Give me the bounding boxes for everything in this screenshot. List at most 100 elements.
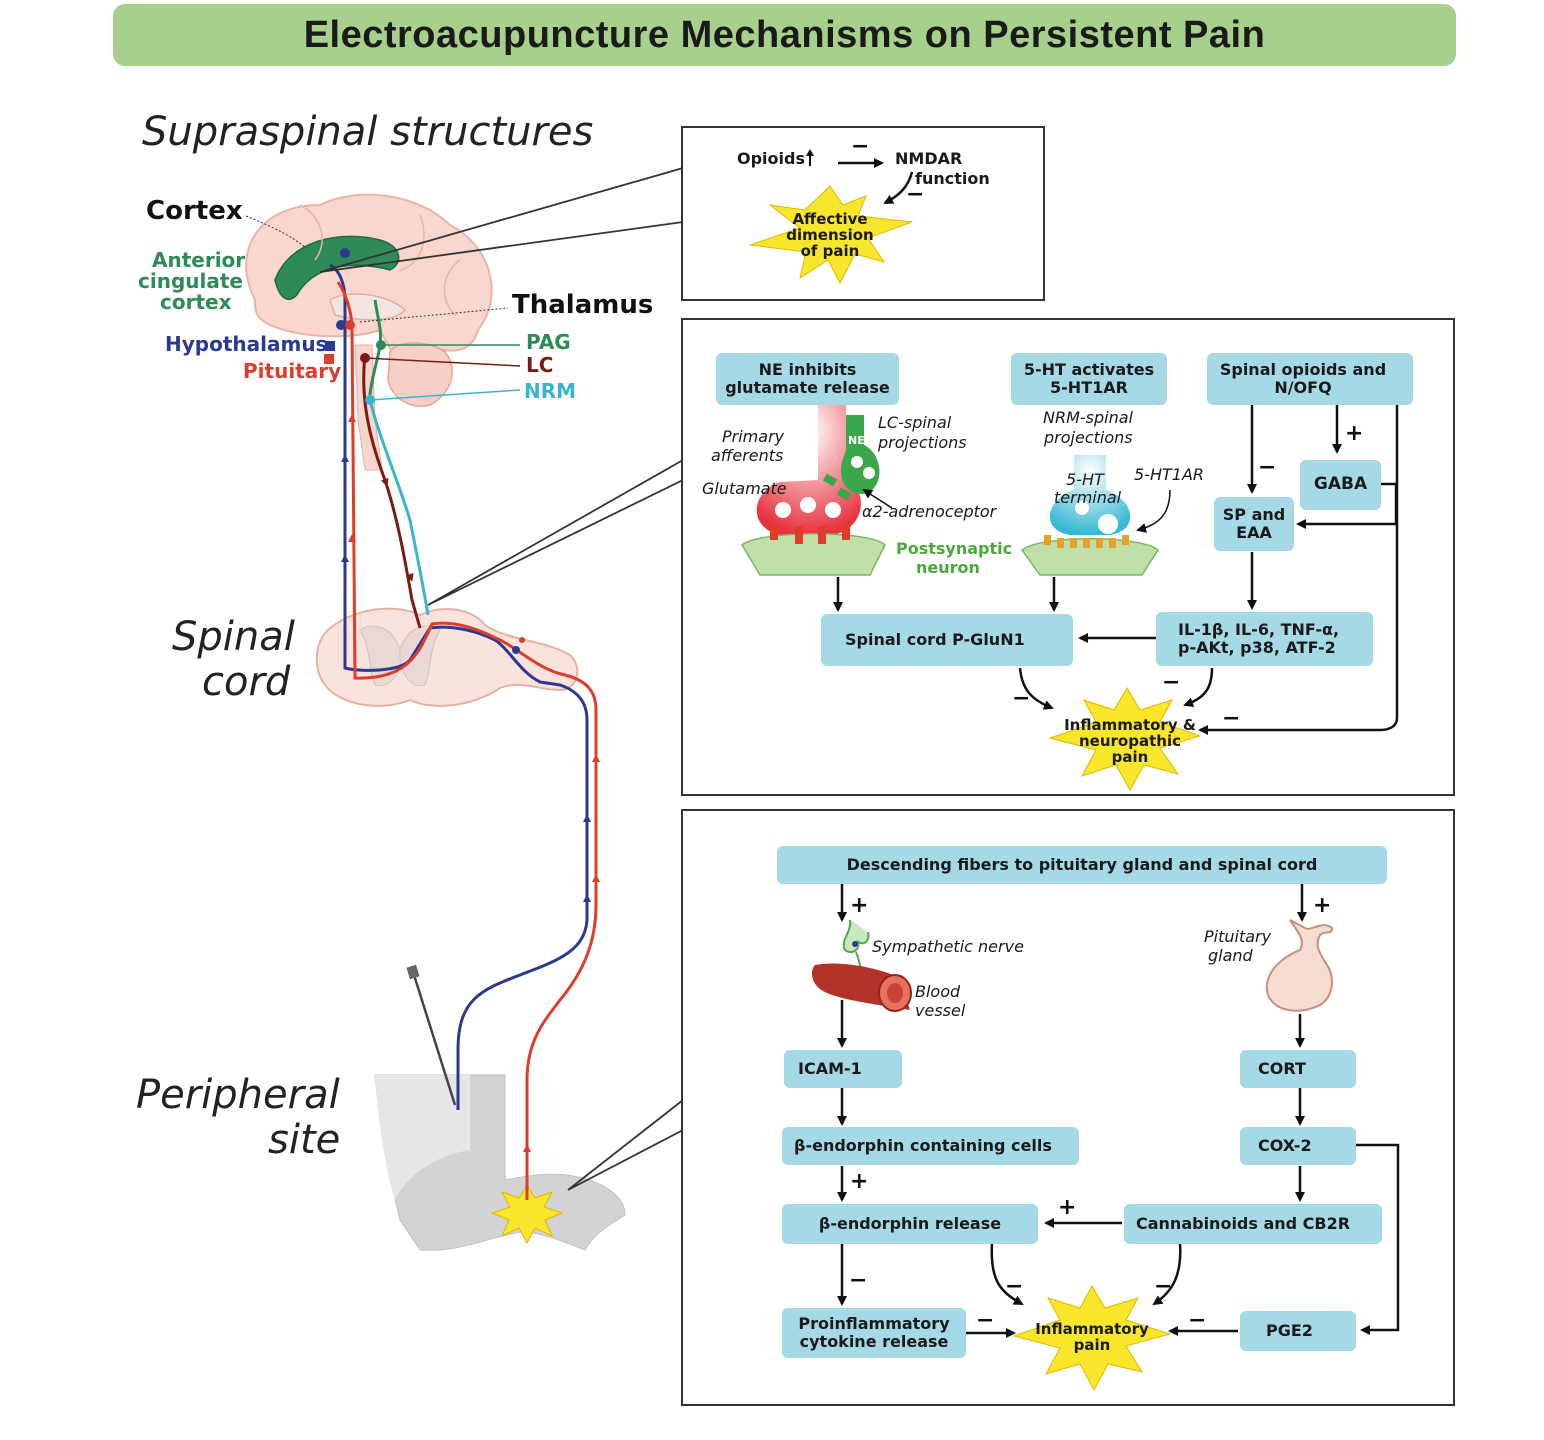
acc-region [274,235,400,300]
region-label-peripheral-1: Peripheral [136,1072,340,1118]
label-5ht-terminal-2: terminal [1054,488,1122,507]
label-lc-spinal-1: LC-spinal [878,413,952,432]
label-hypothalamus: Hypothalamus [165,332,328,356]
label-nrm-spinal-2: projections [1044,428,1133,447]
blue-ascending-fiber [329,263,589,1110]
label-lc: LC [526,353,554,377]
box-bendo-release: β-endorphin release [782,1204,1038,1244]
label-blood-2: vessel [915,1001,966,1020]
sympathetic-neuron [842,919,870,953]
peripheral-pain-star [490,1184,564,1245]
box-descending-fibers: Descending fibers to pituitary gland and… [777,846,1387,884]
mid-minus-sp: − [1258,455,1277,480]
bottom-minus-4: − [976,1308,995,1333]
top-minus-2: − [906,182,925,207]
spinal-cord-illustration [315,607,579,707]
mid-minus-cytokines: − [1162,670,1181,695]
inflammatory-star-text: Inflammatory pain [1030,1320,1154,1354]
panel-supraspinal [681,126,1045,301]
label-primary-afferents-2: afferents [711,446,784,465]
box-ne-inhibits: NE inhibits glutamate release [716,353,899,405]
red-ascending-fiber [336,281,598,1200]
label-nrm: NRM [524,379,577,403]
label-nrm-spinal-1: NRM-spinal [1043,408,1133,427]
box-cytokines: IL-1β, IL-6, TNF-α, p-AKt, p38, ATF-2 [1156,612,1373,666]
paw-illustration [374,1074,626,1251]
inflammatory-pain-star [1012,1284,1172,1392]
bottom-minus-2: − [1005,1274,1024,1299]
neuropathic-pain-star [1048,687,1202,792]
affective-star-line2: dimension [786,225,874,244]
label-postsynaptic-2: neuron [916,558,980,577]
label-alpha2: α2-adrenoceptor [862,502,997,521]
cytokines-line2: p-AKt, p38, ATF-2 [1178,638,1336,657]
title-banner: Electroacupuncture Mechanisms on Persist… [113,4,1456,66]
cerebellum [387,342,453,407]
box-cox2: COX-2 [1240,1127,1356,1165]
proinflammatory-line2: cytokine release [799,1332,949,1351]
mid-minus-opioids: − [1222,706,1241,731]
label-cortex: Cortex [146,196,243,226]
inflammatory-star-line2: pain [1073,1335,1111,1354]
region-label-supraspinal: Supraspinal structures [142,109,594,155]
bottom-plus-1: + [850,893,869,918]
mid-minus-glun1: − [1012,686,1031,711]
label-ne-tag: NE [848,434,865,447]
label-blood-1: Blood [915,982,961,1001]
neuropathic-star-text: Inflammatory & neuropathic pain [1060,716,1200,766]
brain-illustration [245,193,493,471]
bottom-minus-5: − [1188,1308,1207,1333]
label-pituitary: Pituitary [243,359,342,383]
label-pituitary-2: gland [1208,946,1253,965]
region-label-peripheral-2: site [268,1117,341,1163]
label-pag: PAG [526,330,571,354]
postsynaptic-neuron-1 [741,533,886,576]
diagram-title: Electroacupuncture Mechanisms on Persist… [303,13,1266,56]
label-sympathetic: Sympathetic nerve [872,937,1024,956]
cytokines-line1: IL-1β, IL-6, TNF-α, [1178,619,1340,639]
acupuncture-needle [406,964,457,1106]
box-5ht-activates: 5-HT activates 5-HT1AR [1011,353,1167,405]
affective-star-line3: of pain [800,241,860,260]
top-opioids: Opioids [737,149,805,168]
label-acc-2: cingulate [138,269,243,293]
box-sp-eaa: SP and EAA [1214,497,1294,551]
affective-pain-star [749,185,913,285]
affective-star-text: Affective dimension of pain [770,211,890,260]
label-postsynaptic-1: Postsynaptic [896,539,1013,558]
bottom-minus-3: − [1154,1274,1173,1299]
label-primary-afferents-1: Primary [722,427,785,446]
box-glun1: Spinal cord P-GluN1 [821,614,1073,666]
neuropathic-star-line2: neuropathic [1079,731,1181,750]
proinflammatory-line1: Proinflammatory [798,1313,950,1333]
box-bendo-cells: β-endorphin containing cells [782,1127,1079,1165]
box-pge2: PGE2 [1240,1311,1356,1351]
box-proinflammatory: Proinflammatory cytokine release [782,1308,966,1358]
nrm-descending-fiber [368,399,430,616]
bottom-minus-1: − [849,1268,868,1293]
label-5ht1ar: 5-HT1AR [1134,465,1204,484]
label-5ht-terminal-1: 5-HT [1066,470,1104,489]
pituitary-gland [1265,919,1334,1012]
bottom-plus-2: + [1313,893,1332,918]
label-acc-1: Anterior [152,248,246,272]
box-gaba: GABA [1300,460,1381,510]
box-cort: CORT [1240,1050,1356,1088]
label-lc-spinal-2: projections [878,433,967,452]
label-pituitary-1: Pituitary [1204,927,1272,946]
inflammatory-star-line1: Inflammatory [1035,1320,1149,1338]
box-cannabinoids: Cannabinoids and CB2R [1124,1204,1382,1244]
region-label-spinal-1: Spinal [172,614,295,660]
bottom-plus-4: + [1058,1195,1077,1220]
label-acc-3: cortex [160,290,232,314]
neuropathic-star-line1: Inflammatory & [1064,716,1196,734]
top-nmdar-2: function [915,169,990,188]
box-spinal-opioids: Spinal opioids and N/OFQ [1207,353,1413,405]
label-thalamus: Thalamus [512,290,654,320]
neuropathic-star-line3: pain [1111,747,1149,766]
